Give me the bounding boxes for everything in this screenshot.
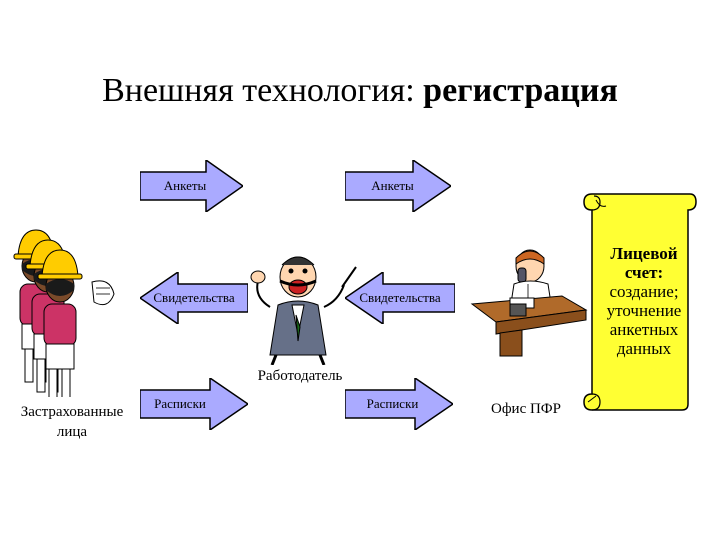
scroll-line6: данных bbox=[616, 339, 672, 358]
scroll-text: Лицевой счет: создание; уточнение анкетн… bbox=[594, 244, 694, 358]
employer-caption: Работодатель bbox=[257, 368, 343, 384]
office-illustration bbox=[462, 238, 592, 358]
arrow-svidetelstva-right: Свидетельства bbox=[345, 272, 455, 324]
workers-illustration bbox=[10, 222, 135, 403]
arrow-raspiski-right: Расписки bbox=[345, 378, 453, 430]
scroll-line4: уточнение bbox=[606, 301, 682, 320]
slide-title: Внешняя технология: регистрация bbox=[0, 72, 720, 110]
insured-caption: Застрахованные лица bbox=[12, 402, 132, 442]
scroll-illustration bbox=[578, 190, 702, 412]
scroll-line2: счет: bbox=[624, 263, 664, 282]
arrow-label: Свидетельства bbox=[153, 290, 235, 305]
arrow-svidetelstva-left: Свидетельства bbox=[140, 272, 248, 324]
arrow-label: Анкеты bbox=[371, 178, 414, 193]
arrow-raspiski-left: Расписки bbox=[140, 378, 248, 430]
title-normal: Внешняя технология: bbox=[102, 72, 424, 109]
scroll-line1: Лицевой bbox=[610, 244, 678, 263]
arrow-label: Анкеты bbox=[163, 178, 207, 193]
scroll-line5: анкетных bbox=[609, 320, 679, 339]
insured-caption-line2: лица bbox=[56, 424, 88, 440]
arrow-label: Свидетельства bbox=[359, 290, 441, 305]
arrow-label: Расписки bbox=[154, 396, 206, 411]
arrow-anketa-left: Анкеты bbox=[140, 160, 243, 212]
insured-caption-line1: Застрахованные bbox=[20, 404, 124, 420]
arrow-anketa-right: Анкеты bbox=[345, 160, 451, 212]
scroll-line3: создание; bbox=[609, 282, 679, 301]
title-bold: регистрация bbox=[423, 72, 618, 109]
arrow-label: Расписки bbox=[366, 396, 419, 411]
pfr-office-caption: Офис ПФР bbox=[490, 401, 561, 417]
employer-illustration bbox=[240, 245, 360, 366]
